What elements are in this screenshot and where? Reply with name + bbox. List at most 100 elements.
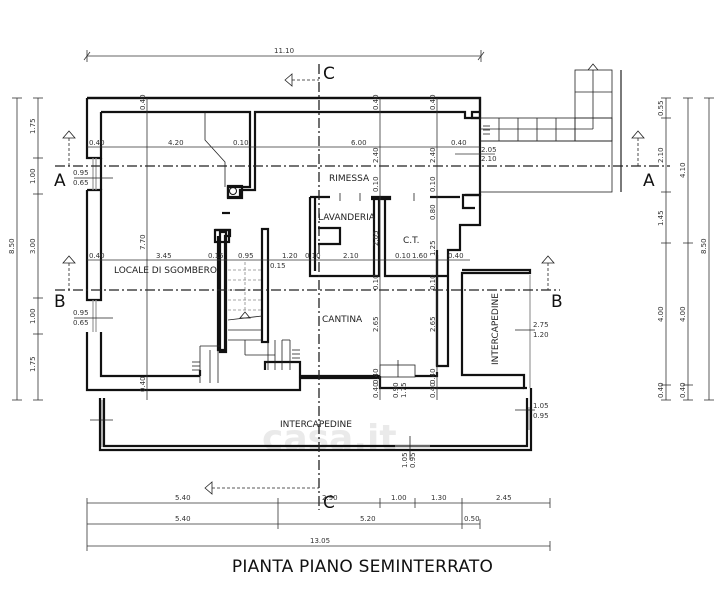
section-label-b-right: B (551, 292, 563, 312)
dim: 1.75 (29, 356, 37, 372)
dim: 2.05 (481, 146, 497, 154)
dim: 2.65 (372, 316, 380, 332)
dim: 7.70 (139, 234, 147, 250)
dim: 8.50 (700, 238, 708, 254)
dim: 0.40 (139, 94, 147, 110)
cantina-door (379, 360, 416, 378)
dim-overall-width: 11.10 (274, 47, 294, 55)
dim: 4.00 (657, 306, 665, 322)
window-label: 0.95 (73, 169, 89, 177)
window-label: 1.05 (401, 452, 409, 468)
window-label: 1.05 (533, 402, 549, 410)
dimension-bottom (86, 498, 551, 551)
dim: 1.30 (431, 494, 447, 502)
window-label: 0.65 (73, 319, 89, 327)
dim: 2.65 (429, 316, 437, 332)
dim: 2.40 (372, 147, 380, 163)
dim: 0.40 (89, 139, 105, 147)
drawing-title: PIANTA PIANO SEMINTERRATO (231, 557, 494, 577)
dim: 2.05 (372, 230, 380, 246)
dim: 0.95 (238, 252, 254, 260)
staircase (192, 227, 300, 383)
dim: 0.10 (429, 274, 437, 290)
section-label-a-left: A (54, 171, 66, 191)
dim: 4.20 (168, 139, 184, 147)
dim: 8.50 (8, 238, 16, 254)
dim: 0.40 (679, 382, 687, 398)
dim: 0.40 (372, 382, 380, 398)
room-intercapedine-bottom: INTERCAPEDINE (280, 420, 352, 430)
room-ct: C.T. (403, 236, 419, 246)
window-label: 0.95 (73, 309, 89, 317)
room-cantina: CANTINA (322, 315, 363, 325)
section-label-a-right: A (643, 171, 655, 191)
dim: 1.60 (412, 252, 428, 260)
dim: 0.15 (270, 262, 286, 270)
section-label-b-left: B (54, 292, 66, 312)
interior-walls (308, 193, 460, 278)
dim: 2.10 (657, 147, 665, 163)
dim: 1.75 (29, 118, 37, 134)
dim: 2.10 (343, 252, 359, 260)
dim: 6.00 (351, 139, 367, 147)
room-locale-sgombero: LOCALE DI SGOMBERO (114, 266, 217, 276)
window-label: 0.65 (73, 179, 89, 187)
dim: 0.15 (208, 252, 224, 260)
window-label: 2.75 (533, 321, 549, 329)
dimension-top: 11.10 (83, 47, 485, 62)
door-height: 1.75 (400, 382, 408, 398)
dim: 0.10 (233, 139, 249, 147)
room-intercapedine-right: INTERCAPEDINE (491, 293, 501, 365)
bottom-intercapedine (90, 388, 535, 460)
dim: 0.40 (451, 139, 467, 147)
dim: 0.10 (429, 176, 437, 192)
dim: 2.10 (481, 155, 497, 163)
dim: 0.40 (89, 252, 105, 260)
flue (204, 112, 244, 215)
dim: 0.40 (657, 382, 665, 398)
room-lavanderia: LAVANDERIA (318, 213, 376, 223)
dim: 2.90 (322, 494, 338, 502)
dim: 1.20 (282, 252, 298, 260)
dim: 4.10 (679, 162, 687, 178)
section-axes (55, 64, 670, 510)
dim: 0.10 (395, 252, 411, 260)
section-label-c-top: C (323, 64, 335, 84)
dim: 0.50 (464, 515, 480, 523)
dim: 3.45 (156, 252, 172, 260)
door-width: 0.90 (392, 382, 400, 398)
dim: 0.40 (448, 252, 464, 260)
dim: 0.55 (657, 100, 665, 116)
window-label: 1.20 (533, 331, 549, 339)
window-label: 0.95 (533, 412, 549, 420)
watermark: casa.it (262, 418, 397, 459)
window-label: 0.95 (409, 452, 417, 468)
dim: 0.40 (139, 376, 147, 392)
dim: 0.10 (305, 252, 321, 260)
dimension-right (661, 97, 714, 401)
exterior-steps (479, 63, 622, 193)
dim: 2.45 (496, 494, 512, 502)
dim: 13.05 (310, 537, 330, 545)
dim: 1.25 (429, 240, 437, 256)
dim: 0.40 (372, 368, 380, 384)
dim: 1.00 (29, 308, 37, 324)
dim: 3.00 (29, 238, 37, 254)
dim: 5.40 (175, 515, 191, 523)
dim: 0.10 (372, 274, 380, 290)
dim: 1.00 (29, 168, 37, 184)
left-windows (92, 158, 97, 332)
dim: 1.45 (657, 210, 665, 226)
dimension-left (12, 97, 43, 401)
dim: 5.20 (360, 515, 376, 523)
dim: 0.10 (372, 176, 380, 192)
dim: 0.40 (429, 382, 437, 398)
dim: 4.00 (679, 306, 687, 322)
room-rimessa: RIMESSA (329, 174, 370, 184)
dim: 1.00 (391, 494, 407, 502)
dim: 5.40 (175, 494, 191, 502)
dim: 0.40 (429, 368, 437, 384)
dim: 0.80 (429, 204, 437, 220)
dim: 0.40 (372, 94, 380, 110)
